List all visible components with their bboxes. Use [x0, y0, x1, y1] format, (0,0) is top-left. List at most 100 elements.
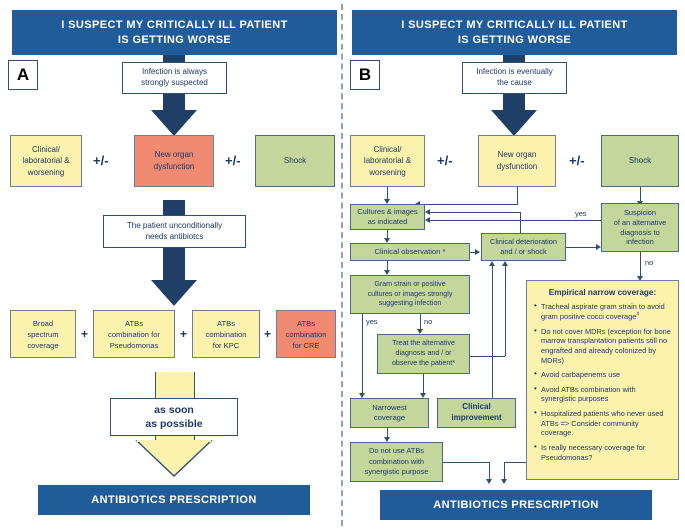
panelB-conn-nocombo-right	[443, 462, 489, 463]
panelA-arrow-head-2	[151, 110, 197, 136]
panelB-conn-empirical-down	[504, 462, 505, 480]
panelB-nocombo-l2: combination with	[368, 456, 425, 466]
panelA-regimen-box-1: ATBs combination for Pseudomonas	[93, 310, 175, 358]
panelA-arrow-head-4	[151, 280, 197, 306]
panelB-conn-gram-yes	[362, 314, 363, 394]
panelA-regimen-2-l1: ATBs	[216, 318, 235, 328]
panelA-regimen-3-l1: ATBs	[296, 318, 315, 328]
panelB-empirical-item-0-text: Tracheal aspirate gram strain to avoid g…	[541, 302, 665, 322]
panelB-header-line2: IS GETTING WORSE	[457, 33, 572, 46]
panelB-footer-label: ANTIBIOTICS PRESCRIPTION	[433, 498, 599, 511]
panelA-shock-box: Shock	[255, 135, 335, 187]
panelB-conn-deterioration-to-cultures	[429, 212, 521, 213]
panelB-gram-l3: suggesting infection	[378, 299, 442, 308]
panelB-conn-narrowest-down	[387, 428, 388, 438]
panelA-timing-box: as soon as possible	[110, 398, 238, 436]
panelB-organ-l2: dysfunction	[496, 162, 538, 171]
panelA-conclusion-l1: The patient unconditionally	[126, 220, 223, 230]
panelB-cultures-l1: Cultures & images	[357, 207, 418, 217]
panelA-badge-text: A	[16, 65, 30, 84]
panelA-regimen-box-2: ATBs combination for KPC	[192, 310, 260, 358]
panelA-shock-label: Shock	[283, 155, 307, 165]
panelA-timing-l2: as possible	[145, 418, 203, 430]
panelA-clinical-l1: Clinical/	[31, 144, 60, 154]
panelB-improvement-box: Clinical improvement	[437, 398, 516, 428]
panelB-arrowhead-gram-yes	[359, 393, 365, 398]
panelA-regimen-1-l2: combination for	[108, 329, 160, 339]
panelB-arrowhead-observation-to-deterioration	[475, 248, 480, 255]
panelB-conn-gram-no	[420, 314, 421, 330]
panelB-arrowhead-observation-to-gram	[384, 270, 390, 275]
panelB-cultures-l2: as indicated	[367, 217, 408, 226]
panelB-gram-l2: cultures or images strongly	[367, 289, 453, 298]
panelB-no-label-gram: no	[424, 317, 433, 326]
panelB-empirical-item-4: Hospitalized patients who never used ATB…	[534, 408, 671, 438]
panelA-plus-3: +	[264, 327, 272, 341]
panelB-conn-clinical-to-cultures	[387, 187, 388, 200]
panelB-yes-label-suspicion: yes	[575, 209, 587, 218]
panelB-narrowest-l2: coverage	[373, 413, 406, 422]
panelB-clinical-worsening-box: Clinical/ laboratorial & worsening	[350, 135, 425, 187]
panelB-conn-shock-down	[640, 187, 641, 202]
panelB-arrowhead-treatalt-to-improvement	[420, 393, 426, 398]
panelB-arrowhead-nocombo-to-footer	[486, 479, 492, 484]
panelB-premise-line2: the cause	[497, 78, 532, 87]
panelB-arrowhead-clinical-to-cultures	[384, 199, 390, 204]
panelB-observation-box: Clinical observation *	[350, 243, 470, 261]
panelA-header-line2: IS GETTING WORSE	[117, 33, 232, 46]
panelB-conn-empirical-left	[504, 462, 532, 463]
panelB-clinical-l3: worsening	[369, 167, 406, 177]
panelB-suspicion-l3: diagnosis to	[620, 227, 660, 237]
panelB-arrowhead-empirical-to-footer	[501, 479, 507, 484]
panelB-organ-l1: New organ	[497, 150, 537, 160]
panelA-regimen-3-l3: for CRE	[292, 340, 320, 350]
panelB-arrowhead-deterioration-to-suspicion	[596, 243, 601, 250]
panelB-improvement-l1: Clinical	[462, 402, 491, 412]
panelB-premise-box: Infection is eventually the cause	[462, 62, 567, 94]
panelB-operator-2: +/-	[569, 153, 585, 168]
panelA-operator-2: +/-	[225, 153, 241, 168]
panelB-conn-organ-down	[517, 187, 518, 204]
panelB-nocombo-l1: Do not use ATBs	[369, 446, 424, 456]
panelB-no-combination-box: Do not use ATBs combination with synergi…	[350, 442, 443, 482]
panelB-empirical-item-3: Avoid ATBs combination with synergistic …	[534, 384, 671, 404]
panelB-shock-box: Shock	[601, 135, 679, 187]
panelA-clinical-worsening-box: Clinical/ laboratorial & worsening	[10, 135, 82, 187]
panelB-cultures-box: Cultures & images as indicated	[350, 204, 425, 230]
panelB-shock-label: Shock	[628, 155, 652, 165]
panel-divider	[341, 4, 343, 526]
panelA-header-line1: I SUSPECT MY CRITICALLY ILL PATIENT	[61, 18, 288, 31]
panelB-narrowest-box: Narrowest coverage	[350, 398, 429, 428]
panelB-conn-nocombo-down	[489, 462, 490, 480]
panelB-suspicion-box: Suspicion of an alternative diagnosis to…	[601, 203, 679, 252]
panelA-organ-l1: New organ	[154, 150, 194, 160]
panelA-regimen-3-l2: combination	[285, 329, 327, 339]
panelB-arrow-stem-2	[503, 94, 525, 110]
panelB-empirical-item-2: Avoid carbapenems use	[534, 369, 671, 380]
panelA-plus-1: +	[81, 327, 89, 341]
panelA-conclusion-box: The patient unconditionally needs antibi…	[103, 215, 246, 248]
panelB-conn-observation-to-deterioration	[470, 252, 476, 253]
panelA-regimen-0-l3: coverage	[27, 340, 59, 350]
panelB-empirical-item-1: Do not cover MDRs (exception for bone ma…	[534, 326, 671, 366]
panelA-regimen-1-l3: Pseudomonas	[109, 340, 159, 350]
panelB-conn-suspicion-to-cultures	[429, 220, 601, 221]
panelB-no-label-suspicion: no	[645, 258, 654, 267]
panelB-arrowhead-gram-no	[417, 329, 423, 334]
panelB-arrowhead-cultures-to-observation	[384, 238, 390, 243]
panelA-arrow-stem-4	[163, 248, 185, 280]
panelB-arrowhead-treatalt-to-deterioration	[502, 261, 508, 266]
panelA-footer-label: ANTIBIOTICS PRESCRIPTION	[91, 493, 257, 506]
panelB-yes-label-gram: yes	[366, 317, 378, 326]
panelB-arrowhead-suspicion-to-cultures	[425, 216, 430, 223]
panelB-arrowhead-deterioration-to-cultures	[425, 208, 430, 215]
panelB-gram-l1: Gram strain or positive	[374, 279, 446, 288]
panelB-conn-treatalt-right	[470, 356, 505, 357]
panelA-footer: ANTIBIOTICS PRESCRIPTION	[38, 485, 310, 515]
panelB-conn-deterioration-up	[520, 212, 521, 233]
panelB-badge: B	[350, 60, 380, 90]
panelA-premise-box: Infection is always strongly suspected	[122, 62, 227, 94]
panelB-arrow-head-2	[491, 110, 537, 136]
panelB-empirical-item-0: Tracheal aspirate gram strain to avoid g…	[534, 301, 671, 322]
